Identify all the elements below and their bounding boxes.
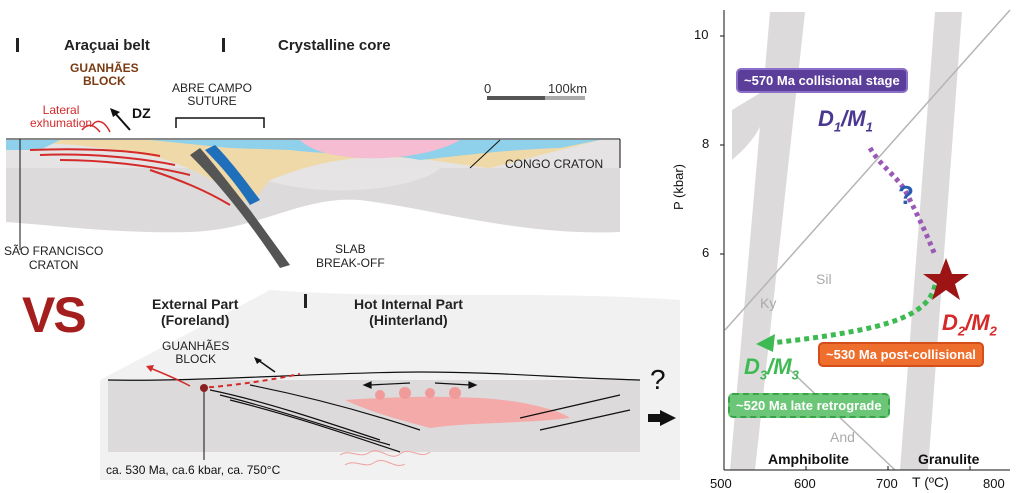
star-marker — [923, 258, 969, 300]
red-shear-lines — [29, 148, 231, 206]
d1m1-sub2: 1 — [865, 119, 873, 135]
bottom-faults — [209, 384, 631, 453]
extension-arrows — [362, 381, 478, 389]
y-tick-8: 8 — [702, 136, 710, 151]
x-tick-600: 600 — [794, 476, 816, 491]
x-axis-label: T (ºC) — [912, 474, 949, 490]
d3m3-sub: 3 — [759, 367, 768, 383]
d2m2-d: D — [942, 310, 958, 335]
hot-internal-part-label: Hot Internal Part (Hinterland) — [354, 296, 463, 329]
hot-zone — [345, 396, 570, 428]
facies-amphibolite: Amphibolite — [768, 451, 849, 467]
bottom-red-dashed — [199, 373, 301, 389]
stage-late-retrograde-box: ~520 Ma late retrograde — [728, 393, 890, 418]
guanhaes-marker — [200, 384, 208, 392]
y-tick-6: 6 — [702, 245, 710, 260]
bottom-section-tick — [304, 294, 307, 308]
slab-breakoff-label: SLAB BREAK-OFF — [316, 242, 385, 271]
external-part-label: External Part (Foreland) — [152, 296, 239, 329]
d1m1-sub: 1 — [833, 119, 842, 135]
y-tick-10: 10 — [694, 27, 709, 42]
migmatite-squiggles — [339, 450, 431, 466]
crystalline-core-label: Crystalline core — [278, 37, 391, 54]
amphibolite-band — [730, 12, 805, 470]
ky-and-line — [789, 369, 896, 471]
d3m3-d: D — [744, 354, 760, 379]
aracuai-belt-label: Araçuai belt — [64, 37, 150, 54]
d2m2-sub: 2 — [957, 323, 966, 339]
fault-lines — [6, 138, 621, 250]
top-mantle-shape — [6, 168, 620, 233]
axis-ticks — [720, 35, 971, 470]
bottom-guanhaes-label: GUANHÃES BLOCK — [162, 339, 230, 367]
congo-craton-label: CONGO CRATON — [505, 157, 604, 171]
bottom-question: ? — [650, 364, 666, 395]
bottom-top-line — [107, 371, 641, 381]
sao-francisco-label: SÃO FRANCISCO CRATON — [4, 244, 104, 273]
d2m2-sep: /M — [965, 310, 990, 335]
pt-question-mark: ? — [898, 180, 914, 210]
d3m3-label: D3/M3 — [744, 354, 799, 383]
field-ky: Ky — [760, 295, 777, 311]
d2m2-sub2: 2 — [989, 323, 997, 339]
d3m3-sub2: 3 — [791, 367, 799, 383]
d3m3-sep: /M — [767, 354, 792, 379]
lateral-exhumation-arrows — [81, 120, 111, 133]
x-tick-700: 700 — [876, 476, 898, 491]
y-axis-label: P (kbar) — [671, 164, 686, 210]
stage-collisional-box: ~570 Ma collisional stage — [736, 68, 908, 93]
d3-path — [769, 284, 938, 346]
slab-blue — [205, 145, 260, 205]
field-and: And — [830, 429, 855, 445]
lateral-exhumation-label: Lateral exhumation — [30, 103, 93, 131]
section-tick-mid — [222, 38, 225, 52]
x-tick-500: 500 — [710, 476, 732, 491]
dz-label: DZ — [132, 105, 151, 121]
pink-core — [300, 140, 460, 159]
abre-campo-bracket — [175, 117, 265, 128]
shortening-arrow — [648, 410, 676, 426]
scale-100-label: 100km — [548, 81, 588, 96]
d1m1-sep: /M — [841, 106, 866, 131]
vs-label: VS — [22, 287, 87, 343]
d3-arrowhead — [756, 334, 775, 352]
d2m2-label: D2/M2 — [942, 310, 997, 339]
bottom-black-arrow — [257, 359, 276, 373]
ky-sil-line — [724, 9, 1011, 331]
scale-zero-label: 0 — [484, 81, 492, 96]
guanhaes-block-label: GUANHÃES BLOCK — [70, 61, 139, 89]
d1m1-d: D — [818, 106, 834, 131]
scale-bar-light — [545, 96, 585, 100]
slab-dark — [190, 148, 290, 268]
d1m1-label: D1/M1 — [818, 106, 873, 135]
conditions-label: ca. 530 Ma, ca.6 kbar, ca. 750°C — [106, 463, 281, 477]
abre-campo-label: ABRE CAMPO SUTURE — [172, 81, 253, 109]
band-left-branch — [732, 90, 766, 160]
facies-granulite: Granulite — [918, 451, 980, 467]
stage-post-collisional-box: ~530 Ma post-collisional — [818, 342, 984, 367]
hot-blobs — [375, 387, 461, 400]
bottom-red-arrows — [149, 367, 191, 387]
x-tick-800: 800 — [983, 476, 1005, 491]
field-sil: Sil — [816, 271, 832, 287]
section-tick-left — [16, 38, 19, 52]
d1-path — [867, 146, 938, 256]
dz-arrow — [113, 111, 131, 131]
scale-bar-dark — [487, 96, 545, 100]
